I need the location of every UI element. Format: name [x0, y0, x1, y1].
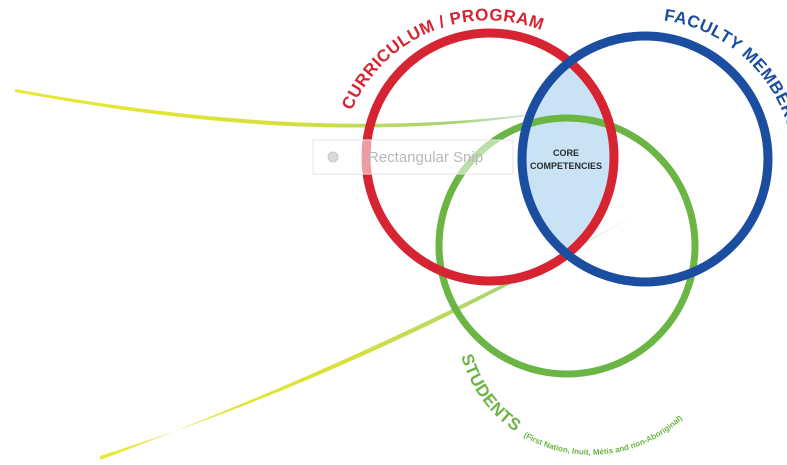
- students-label-note: (First Nation, Inuit, Métis and non-Abor…: [522, 413, 684, 456]
- core-label-line1: CORE: [553, 148, 579, 158]
- faculty-circle: [517, 31, 773, 287]
- rectangular-snip-overlay[interactable]: Rectangular Snip: [312, 139, 514, 175]
- swoosh-top: [15, 89, 600, 128]
- curriculum-label: CURRICULUM / PROGRAM: [338, 5, 547, 112]
- snip-label: Rectangular Snip: [368, 149, 483, 166]
- core-label-line2: COMPETENCIES: [530, 161, 602, 171]
- students-label: STUDENTS (First Nation, Inuit, Métis and…: [457, 351, 684, 456]
- record-icon: [327, 151, 339, 163]
- core-overlap: [522, 36, 614, 281]
- students-circle: [435, 114, 699, 378]
